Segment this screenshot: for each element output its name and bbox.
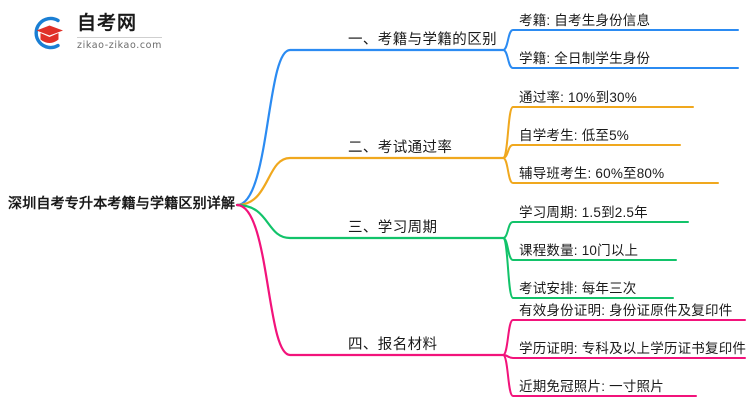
connector-line [502,49,739,69]
logo-domain: zikao-zikao.com [77,40,162,52]
graduation-cap-icon [28,12,70,54]
logo-wordmark: 自考网 zikao-zikao.com [77,14,162,52]
leaf-node-label[interactable]: 学历证明: 专科及以上学历证书复印件 [519,341,747,356]
leaf-node-label[interactable]: 自学考生: 低至5% [519,128,630,143]
leaf-node-label[interactable]: 考籍: 自考生身份信息 [519,13,651,28]
connector-line [502,144,681,159]
connector-line [502,221,689,239]
branch-node-label[interactable]: 一、考籍与学籍的区别 [348,32,497,48]
connector-line [235,203,505,240]
connector-line [502,319,746,356]
connector-line [235,156,505,207]
branch-node-label[interactable]: 三、学习周期 [348,220,438,236]
leaf-node-label[interactable]: 通过率: 10%到30% [519,90,637,105]
connector-line [502,237,674,299]
connector-line [502,106,694,159]
connector-line [502,354,697,397]
leaf-node-label[interactable]: 近期免冠照片: 一寸照片 [519,379,664,394]
connector-line [235,203,505,357]
leaf-node-label[interactable]: 课程数量: 10门以上 [519,243,639,258]
leaf-node-label[interactable]: 学籍: 全日制学生身份 [519,51,651,66]
connector-line [502,29,739,51]
branch-node-label[interactable]: 四、报名材料 [348,337,438,353]
connector-line [502,157,719,184]
root-node-label: 深圳自考专升本考籍与学籍区别详解 [8,195,236,211]
leaf-node-label[interactable]: 辅导班考生: 60%至80% [519,166,665,181]
branch-node-label[interactable]: 二、考试通过率 [348,140,453,156]
site-logo: 自考网 zikao-zikao.com [28,12,162,54]
leaf-node-label[interactable]: 学习周期: 1.5到2.5年 [519,205,648,220]
leaf-node-label[interactable]: 考试安排: 每年三次 [519,281,637,296]
leaf-node-label[interactable]: 有效身份证明: 身份证原件及复印件 [519,303,733,318]
connector-line [235,48,505,207]
logo-name: 自考网 [77,14,162,39]
